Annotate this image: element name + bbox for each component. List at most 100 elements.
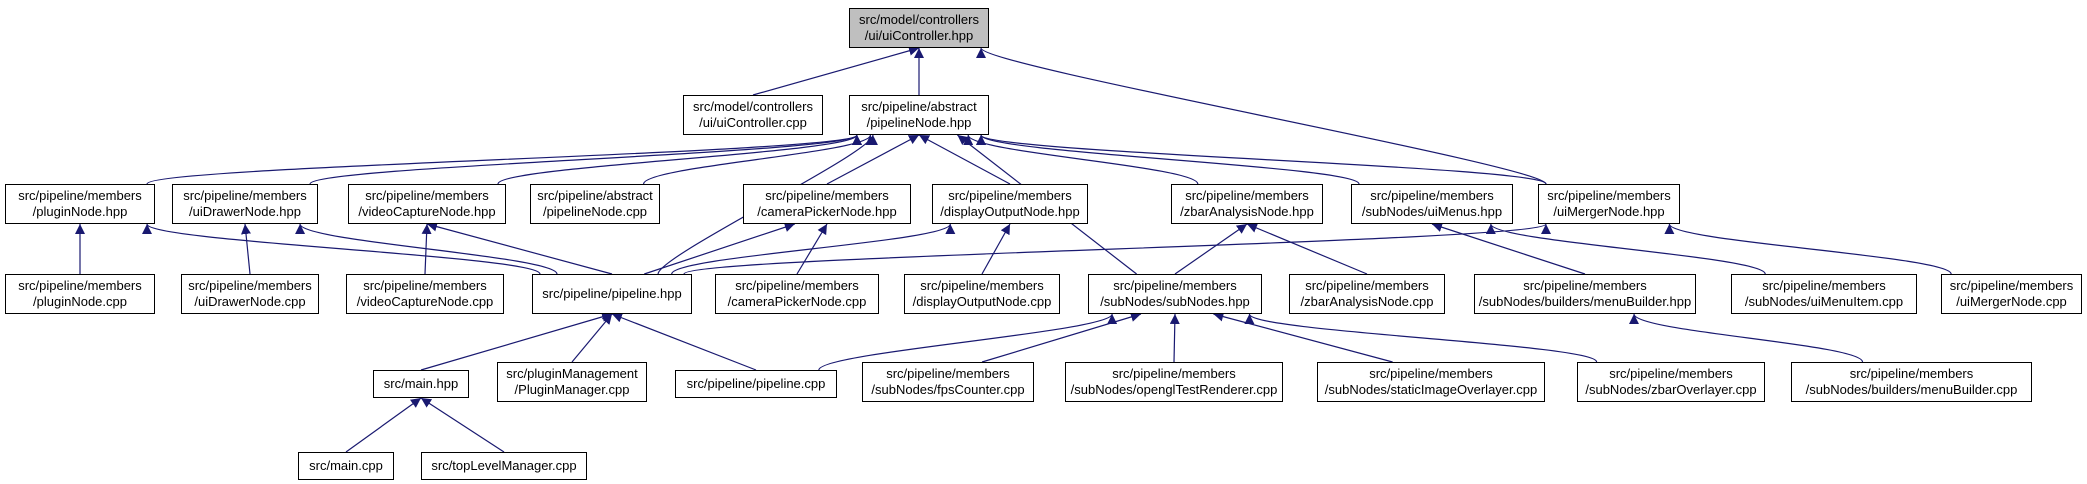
node-main-hpp[interactable]: src/main.hpp: [373, 370, 469, 398]
node-label-line: src/pipeline/members: [1113, 278, 1237, 293]
node-menubuilder-cpp[interactable]: src/pipeline/members/subNodes/builders/m…: [1791, 362, 2032, 402]
edge-staticimageoverlayer-cpp-to-subnodes-hpp: [1213, 311, 1393, 363]
node-label-line: src/model/controllers: [859, 12, 979, 27]
edge-fpscounter-cpp-to-subnodes-hpp: [981, 312, 1142, 363]
node-staticimageoverlayer-cpp[interactable]: src/pipeline/members/subNodes/staticImag…: [1317, 362, 1545, 402]
node-fpscounter-cpp[interactable]: src/pipeline/members/subNodes/fpsCounter…: [862, 362, 1034, 402]
edge-menubuilder-cpp-to-menubuilder-hpp: [1629, 313, 1864, 363]
node-displayoutputnode-cpp[interactable]: src/pipeline/members/displayOutputNode.c…: [904, 274, 1060, 314]
edge-subnodes-hpp-to-zbaranalysisnode-hpp: [1174, 223, 1248, 275]
edge-pipeline-hpp-to-uidrawernode-hpp: [295, 223, 558, 275]
node-label-line: src/pipeline/members: [18, 188, 142, 203]
node-uimenuitem-cpp[interactable]: src/pipeline/members/subNodes/uiMenuItem…: [1731, 274, 1917, 314]
edge-uimergernode-hpp-to-pipelinenode-hpp: [976, 134, 1547, 185]
node-camerapickernode-hpp[interactable]: src/pipeline/members/cameraPickerNode.hp…: [743, 184, 911, 224]
edge-displayoutputnode-hpp-to-pipelinenode-hpp: [918, 134, 1011, 185]
node-opengltestrenderer-cpp[interactable]: src/pipeline/members/subNodes/openglTest…: [1065, 362, 1283, 402]
node-label-line: src/pipeline/members: [735, 278, 859, 293]
node-uimergernode-hpp[interactable]: src/pipeline/members/uiMergerNode.hpp: [1538, 184, 1680, 224]
node-zbaranalysisnode-hpp[interactable]: src/pipeline/members/zbarAnalysisNode.hp…: [1171, 184, 1323, 224]
edge-uicontroller-cpp-to-uicontroller-hpp: [752, 45, 920, 96]
node-menubuilder-hpp[interactable]: src/pipeline/members/subNodes/builders/m…: [1474, 274, 1696, 314]
edge-pipeline-hpp-to-videocapturenode-hpp: [426, 221, 613, 275]
node-label-line: src/pipeline/abstract: [861, 99, 977, 114]
edge-uimenus-hpp-to-pipelinenode-hpp: [976, 134, 1360, 185]
node-label-line: src/pluginManagement: [506, 366, 638, 381]
node-toplevelmanager-cpp[interactable]: src/topLevelManager.cpp: [421, 452, 587, 480]
node-videocapturenode-cpp[interactable]: src/pipeline/members/videoCaptureNode.cp…: [346, 274, 504, 314]
node-camerapickernode-cpp[interactable]: src/pipeline/members/cameraPickerNode.cp…: [715, 274, 879, 314]
node-uidrawernode-cpp[interactable]: src/pipeline/members/uiDrawerNode.cpp: [181, 274, 319, 314]
node-uidrawernode-hpp[interactable]: src/pipeline/members/uiDrawerNode.hpp: [172, 184, 318, 224]
node-label-line: src/model/controllers: [693, 99, 813, 114]
node-label-line: src/pipeline/members: [1185, 188, 1309, 203]
node-label-line: src/pipeline/members: [1523, 278, 1647, 293]
node-pipeline-hpp[interactable]: src/pipeline/pipeline.hpp: [532, 274, 692, 314]
edge-uimergernode-cpp-to-uimergernode-hpp: [1664, 223, 1952, 275]
node-label-line: src/pipeline/pipeline.cpp: [686, 376, 826, 391]
node-label-line: /uiMergerNode.hpp: [1553, 204, 1665, 219]
node-label-line: /pluginNode.hpp: [32, 204, 128, 219]
node-label-line: src/pipeline/members: [1370, 188, 1494, 203]
node-label-line: /subNodes/zbarOverlayer.cpp: [1585, 382, 1757, 397]
edge-pipeline-cpp-to-subnodes-hpp: [818, 313, 1117, 371]
node-zbaroverlayer-cpp[interactable]: src/pipeline/members/subNodes/zbarOverla…: [1577, 362, 1765, 402]
edge-uidrawernode-cpp-to-uidrawernode-hpp: [241, 223, 251, 275]
node-label-line: /uiDrawerNode.hpp: [188, 204, 301, 219]
node-label-line: /videoCaptureNode.cpp: [356, 294, 494, 309]
node-label-line: /ui/uiController.cpp: [699, 115, 807, 130]
edge-pipeline-hpp-to-camerapickernode-hpp: [644, 222, 795, 275]
node-label-line: src/pipeline/members: [1849, 366, 1974, 381]
node-label-line: src/pipeline/members: [365, 188, 489, 203]
edge-menubuilder-hpp-to-uimenus-hpp: [1431, 222, 1586, 275]
edge-uimenuitem-cpp-to-uimenus-hpp: [1485, 223, 1766, 275]
node-label-line: /cameraPickerNode.cpp: [727, 294, 867, 309]
node-videocapturenode-hpp[interactable]: src/pipeline/members/videoCaptureNode.hp…: [348, 184, 506, 224]
edge-main-hpp-to-pipeline-hpp: [420, 312, 613, 371]
node-label-line: /PluginManager.cpp: [514, 382, 630, 397]
node-label-line: /subNodes/builders/menuBuilder.hpp: [1478, 294, 1692, 309]
node-label-line: src/pipeline/members: [1609, 366, 1733, 381]
node-zbaranalysisnode-cpp[interactable]: src/pipeline/members/zbarAnalysisNode.cp…: [1289, 274, 1445, 314]
node-label-line: /videoCaptureNode.hpp: [358, 204, 496, 219]
node-subnodes-hpp[interactable]: src/pipeline/members/subNodes/subNodes.h…: [1088, 274, 1262, 314]
node-uimenus-hpp[interactable]: src/pipeline/members/subNodes/uiMenus.hp…: [1351, 184, 1513, 224]
edge-main-cpp-to-main-hpp: [345, 397, 422, 453]
node-label-line: /subNodes/subNodes.hpp: [1100, 294, 1250, 309]
edge-pluginnode-hpp-to-pipelinenode-hpp: [146, 134, 862, 185]
node-label-line: src/pipeline/members: [188, 278, 312, 293]
node-label-line: src/pipeline/abstract: [537, 188, 653, 203]
edge-camerapickernode-hpp-to-pipelinenode-hpp: [826, 134, 920, 185]
node-pipelinenode-hpp[interactable]: src/pipeline/abstract/pipelineNode.hpp: [849, 95, 989, 135]
node-label-line: src/pipeline/members: [1305, 278, 1429, 293]
edge-pipeline-hpp-to-uimergernode-hpp: [683, 223, 1551, 275]
node-main-cpp[interactable]: src/main.cpp: [298, 452, 394, 480]
node-pluginnode-cpp[interactable]: src/pipeline/members/pluginNode.cpp: [5, 274, 155, 314]
node-uicontroller-cpp[interactable]: src/model/controllers/ui/uiController.cp…: [683, 95, 823, 135]
node-pluginnode-hpp[interactable]: src/pipeline/members/pluginNode.hpp: [5, 184, 155, 224]
node-label-line: /pipelineNode.hpp: [866, 115, 972, 130]
edge-pluginmanager-cpp-to-pipeline-hpp: [571, 313, 613, 363]
node-pipelinenode-cpp[interactable]: src/pipeline/abstract/pipelineNode.cpp: [530, 184, 660, 224]
edge-opengltestrenderer-cpp-to-subnodes-hpp: [1169, 313, 1180, 363]
node-label-line: src/topLevelManager.cpp: [431, 458, 577, 473]
edge-pipeline-hpp-to-pluginnode-hpp: [142, 223, 541, 275]
node-label-line: src/pipeline/members: [363, 278, 487, 293]
node-uimergernode-cpp[interactable]: src/pipeline/members/uiMergerNode.cpp: [1941, 274, 2082, 314]
node-pipeline-cpp[interactable]: src/pipeline/pipeline.cpp: [675, 370, 837, 398]
node-label-line: /displayOutputNode.hpp: [940, 204, 1080, 219]
node-label-line: src/pipeline/members: [765, 188, 889, 203]
node-label-line: src/pipeline/members: [1949, 278, 2074, 293]
node-pluginmanager-cpp[interactable]: src/pluginManagement/PluginManager.cpp: [497, 362, 647, 402]
node-label-line: /zbarAnalysisNode.cpp: [1300, 294, 1434, 309]
edge-videocapturenode-cpp-to-videocapturenode-hpp: [421, 223, 432, 275]
node-label-line: src/pipeline/members: [1762, 278, 1886, 293]
node-displayoutputnode-hpp[interactable]: src/pipeline/members/displayOutputNode.h…: [932, 184, 1088, 224]
edge-uidrawernode-hpp-to-pipelinenode-hpp: [309, 134, 862, 185]
node-label-line: /subNodes/fpsCounter.cpp: [871, 382, 1025, 397]
edge-zbaroverlayer-cpp-to-subnodes-hpp: [1244, 313, 1598, 363]
edge-zbaranalysisnode-cpp-to-zbaranalysisnode-hpp: [1246, 223, 1368, 275]
node-label-line: src/pipeline/members: [948, 188, 1072, 203]
node-uicontroller-hpp: src/model/controllers/ui/uiController.hp…: [849, 8, 989, 48]
